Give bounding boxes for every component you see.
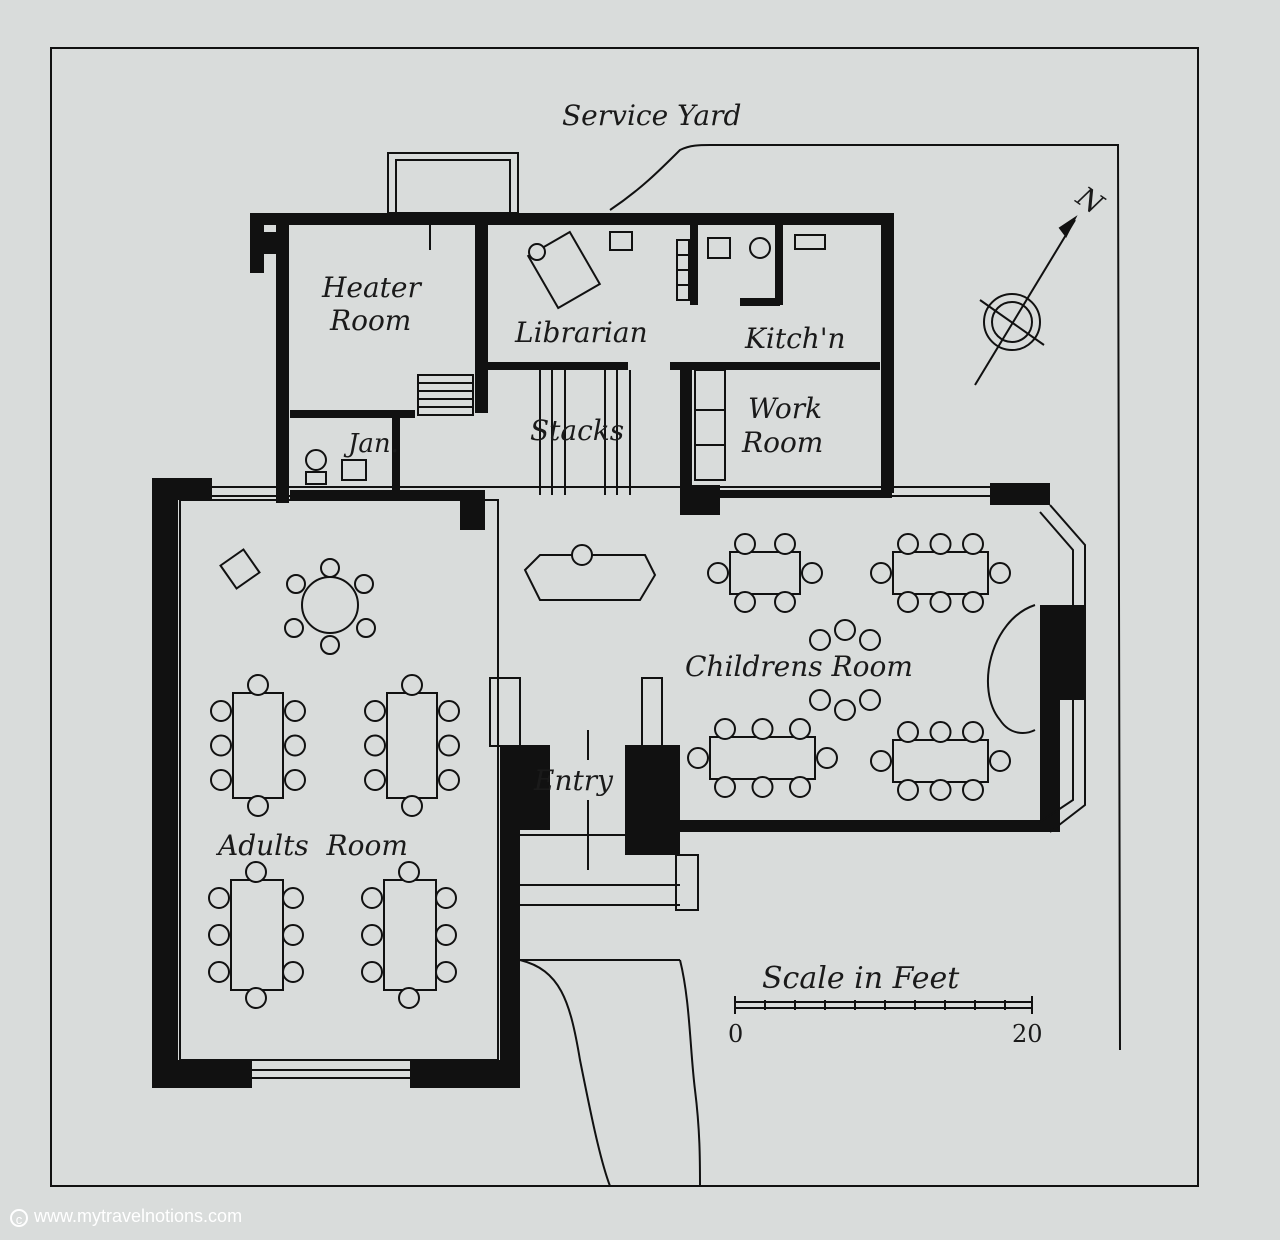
chair: [210, 700, 232, 722]
page-frame: [50, 47, 1199, 1187]
chair: [247, 795, 269, 817]
service-yard-label: Service Yard: [562, 99, 741, 132]
stacks-label: Stacks: [530, 414, 624, 447]
work-room-label-line1: Work: [748, 392, 822, 425]
chair: [245, 861, 267, 883]
librarian-label: Librarian: [514, 316, 648, 349]
chair: [834, 699, 856, 721]
chair: [929, 591, 952, 613]
chair: [929, 779, 952, 801]
chair: [435, 924, 457, 946]
chair: [789, 718, 811, 740]
work-room-label-line2: Room: [741, 426, 823, 459]
chair: [962, 591, 984, 613]
chair: [210, 769, 232, 791]
chair: [751, 776, 774, 798]
chair: [208, 924, 230, 946]
chair: [734, 591, 756, 613]
chair: [282, 961, 304, 983]
chair: [962, 533, 984, 555]
adults-tables: [230, 692, 438, 991]
heater-room-label-line2: Room: [329, 304, 411, 337]
chair: [687, 747, 709, 769]
chair: [361, 961, 383, 983]
chair: [401, 795, 423, 817]
chair: [816, 747, 838, 769]
chair: [210, 734, 232, 757]
chair: [245, 987, 267, 1009]
chair: [438, 769, 460, 791]
chair: [714, 776, 736, 798]
chair: [284, 700, 306, 722]
chair: [438, 734, 460, 757]
chair: [929, 533, 952, 555]
chair: [398, 987, 420, 1009]
jan-label: Jan.: [343, 429, 399, 459]
chair: [897, 533, 919, 555]
chair: [897, 591, 919, 613]
scale-title: Scale in Feet: [762, 961, 960, 996]
childrens-chairs: [687, 533, 1011, 801]
room-outlines: [179, 239, 1036, 1187]
chair: [282, 924, 304, 946]
service-yard-boundary: [609, 144, 1121, 1051]
chair: [897, 779, 919, 801]
copyright-icon: c: [10, 1209, 28, 1227]
adults-chairs: [208, 674, 460, 1009]
chair: [282, 887, 304, 909]
chair: [398, 861, 420, 883]
windows: [159, 152, 1086, 1079]
chair: [774, 591, 796, 613]
chair: [361, 887, 383, 909]
chair: [361, 924, 383, 946]
chair: [364, 769, 386, 791]
chair: [962, 779, 984, 801]
chair: [834, 619, 856, 641]
chair: [208, 961, 230, 983]
chair: [962, 721, 984, 743]
chair: [435, 961, 457, 983]
heater-room-label-line1: Heater: [321, 271, 423, 304]
chair: [438, 700, 460, 722]
scale-end-label: 20: [1012, 1020, 1043, 1048]
chair: [859, 689, 881, 711]
furniture: [219, 230, 826, 655]
entry-label: Entry: [533, 764, 614, 797]
chair: [929, 721, 952, 743]
chair: [435, 887, 457, 909]
chair: [707, 562, 729, 584]
chair: [247, 674, 269, 696]
chair: [989, 750, 1011, 772]
chair: [870, 562, 892, 584]
kitchen-label: Kitch'n: [744, 322, 846, 355]
north-label: N: [1070, 179, 1111, 222]
chair: [734, 533, 756, 555]
childrens-tables: [709, 551, 989, 783]
chair: [774, 533, 796, 555]
watermark-text: www.mytravelnotions.com: [34, 1206, 243, 1226]
chair: [809, 629, 831, 651]
scale-bar: [734, 996, 1033, 1014]
chair: [809, 689, 831, 711]
chair: [859, 629, 881, 651]
chair: [989, 562, 1011, 584]
chair: [801, 562, 823, 584]
chair: [751, 718, 774, 740]
childrens-room-label: Childrens Room: [685, 650, 913, 683]
chair: [208, 887, 230, 909]
chair: [789, 776, 811, 798]
chair: [364, 700, 386, 722]
scale-start-label: 0: [728, 1020, 743, 1048]
adults-room-label: Adults Room: [215, 829, 408, 862]
north-compass-icon: [974, 215, 1078, 386]
watermark: c www.mytravelnotions.com: [10, 1206, 242, 1227]
chair: [364, 734, 386, 757]
chair: [284, 734, 306, 757]
chair: [714, 718, 736, 740]
chair: [284, 769, 306, 791]
chair: [870, 750, 892, 772]
chair: [401, 674, 423, 696]
chair: [897, 721, 919, 743]
